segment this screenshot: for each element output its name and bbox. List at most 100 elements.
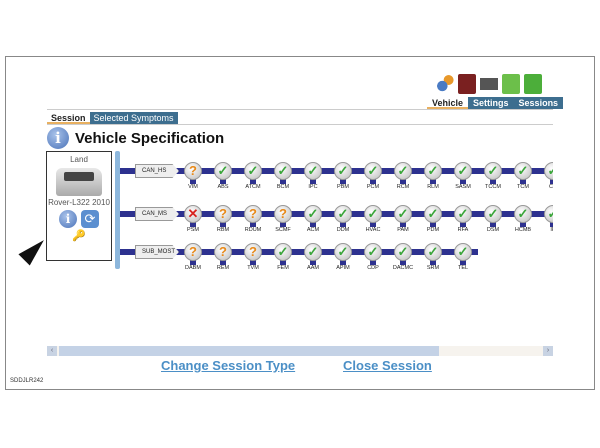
- scroll-left-button[interactable]: ‹: [47, 346, 57, 356]
- module-label: HVAC: [365, 227, 381, 233]
- tab-settings[interactable]: Settings: [468, 97, 514, 109]
- module-label: DDM: [336, 227, 350, 233]
- change-session-type-link[interactable]: Change Session Type: [161, 358, 296, 373]
- status-ok-icon: ✓: [364, 162, 382, 180]
- status-ok-icon: ✓: [304, 243, 322, 261]
- bus-label: CAN_MS: [135, 207, 179, 221]
- folder-icon[interactable]: [502, 74, 520, 94]
- module-label: PSM: [187, 227, 199, 233]
- status-ok-icon: ✓: [484, 162, 502, 180]
- status-ok-icon: ✓: [244, 162, 262, 180]
- tab-selected-symptoms[interactable]: Selected Symptoms: [89, 112, 178, 124]
- status-ok-icon: ✓: [364, 205, 382, 223]
- vehicle-image: [56, 168, 102, 196]
- network-diagram: CAN_HS?VIM✓ABS✓ATCM✓BCM✓IPC✓PBM✓PCM✓RCM✓…: [120, 148, 553, 278]
- vehicle-model: Rover-L322 2010: [48, 198, 110, 207]
- status-warn-icon: ?: [214, 205, 232, 223]
- status-ok-icon: ✓: [454, 205, 472, 223]
- module-label: REM: [216, 265, 230, 271]
- status-ok-icon: ✓: [454, 162, 472, 180]
- refresh-button[interactable]: ⟳: [81, 210, 99, 228]
- module-label: RDUM: [244, 227, 262, 233]
- status-ok-icon: ✓: [544, 205, 553, 223]
- module-label: SASM: [455, 184, 471, 190]
- status-ok-icon: ✓: [454, 243, 472, 261]
- status-ok-icon: ✓: [214, 162, 232, 180]
- module-label: VIM: [188, 184, 198, 190]
- vehicle-panel: Land Rover-L322 2010 i ⟳ 🔑: [46, 151, 112, 261]
- status-warn-icon: ?: [184, 243, 202, 261]
- session-tabs: Session Selected Symptoms: [47, 112, 178, 124]
- module-label: HCMB: [514, 227, 532, 233]
- horizontal-scrollbar[interactable]: ‹ ›: [47, 346, 553, 356]
- bus-label: CAN_HS: [135, 164, 179, 178]
- status-ok-icon: ✓: [394, 243, 412, 261]
- module-label: ACM: [306, 227, 320, 233]
- bus-line: [120, 249, 478, 255]
- divider: [47, 124, 553, 125]
- module-label: PAM: [397, 227, 409, 233]
- status-warn-icon: ?: [214, 243, 232, 261]
- vehicle-info-button[interactable]: i: [59, 210, 77, 228]
- module-label: IPC: [308, 184, 318, 190]
- status-err-icon: ✕: [184, 205, 202, 223]
- status-ok-icon: ✓: [514, 205, 532, 223]
- module-label: TVM: [247, 265, 259, 271]
- status-ok-icon: ✓: [514, 162, 532, 180]
- module-label: ABS: [217, 184, 229, 190]
- module-label: PCM: [366, 184, 380, 190]
- status-ok-icon: ✓: [274, 243, 292, 261]
- module-label: DSM: [486, 227, 500, 233]
- network-backbone: [115, 151, 120, 269]
- status-ok-icon: ✓: [334, 243, 352, 261]
- module-label: DACMC: [392, 265, 414, 271]
- module-label: FEM: [277, 265, 289, 271]
- key-icon[interactable]: 🔑: [72, 230, 86, 242]
- tab-sessions[interactable]: Sessions: [513, 97, 564, 109]
- divider: [47, 109, 553, 110]
- close-session-link[interactable]: Close Session: [343, 358, 432, 373]
- module-label: CDP: [367, 265, 379, 271]
- module-label: RFA: [457, 227, 469, 233]
- status-ok-icon: ✓: [304, 205, 322, 223]
- page-title: i Vehicle Specification: [47, 127, 224, 149]
- module-label: APIM: [336, 265, 350, 271]
- module-label: RCM: [396, 184, 410, 190]
- status-ok-icon: ✓: [334, 205, 352, 223]
- status-ok-icon: ✓: [424, 205, 442, 223]
- module-label: TCM: [517, 184, 529, 190]
- status-ok-icon: ✓: [544, 162, 553, 180]
- battery-icon[interactable]: [524, 74, 542, 94]
- figure-code: SDDJLR242: [10, 378, 44, 384]
- status-ok-icon: ✓: [394, 162, 412, 180]
- gears-icon[interactable]: [436, 74, 454, 94]
- status-warn-icon: ?: [244, 243, 262, 261]
- module-label: AAM: [307, 265, 319, 271]
- status-warn-icon: ?: [184, 162, 202, 180]
- nav-tabs: Vehicle Settings Sessions: [427, 97, 564, 109]
- module-label: SCMF: [275, 227, 291, 233]
- vci-icon[interactable]: [458, 74, 476, 94]
- status-ok-icon: ✓: [304, 162, 322, 180]
- scroll-right-button[interactable]: ›: [543, 346, 553, 356]
- printer-icon[interactable]: [480, 74, 498, 94]
- module-label: DABM: [185, 265, 201, 271]
- tab-vehicle[interactable]: Vehicle: [427, 97, 469, 109]
- page-title-text: Vehicle Specification: [75, 129, 225, 147]
- vehicle-make: Land: [70, 155, 88, 164]
- status-warn-icon: ?: [274, 205, 292, 223]
- module-label: TEL: [457, 265, 469, 271]
- module-label: TCCM: [485, 184, 501, 190]
- tab-session[interactable]: Session: [47, 112, 90, 124]
- status-ok-icon: ✓: [394, 205, 412, 223]
- status-ok-icon: ✓: [424, 243, 442, 261]
- info-icon: i: [47, 127, 69, 149]
- module-label: RBM: [216, 227, 230, 233]
- scroll-thumb[interactable]: [59, 346, 439, 356]
- figure-frame: [5, 56, 595, 390]
- module-label: PDM: [426, 227, 440, 233]
- module-label: CC: [549, 184, 553, 190]
- module-label: SRM: [426, 265, 440, 271]
- module-label: PBM: [337, 184, 349, 190]
- toolbar: [436, 74, 542, 94]
